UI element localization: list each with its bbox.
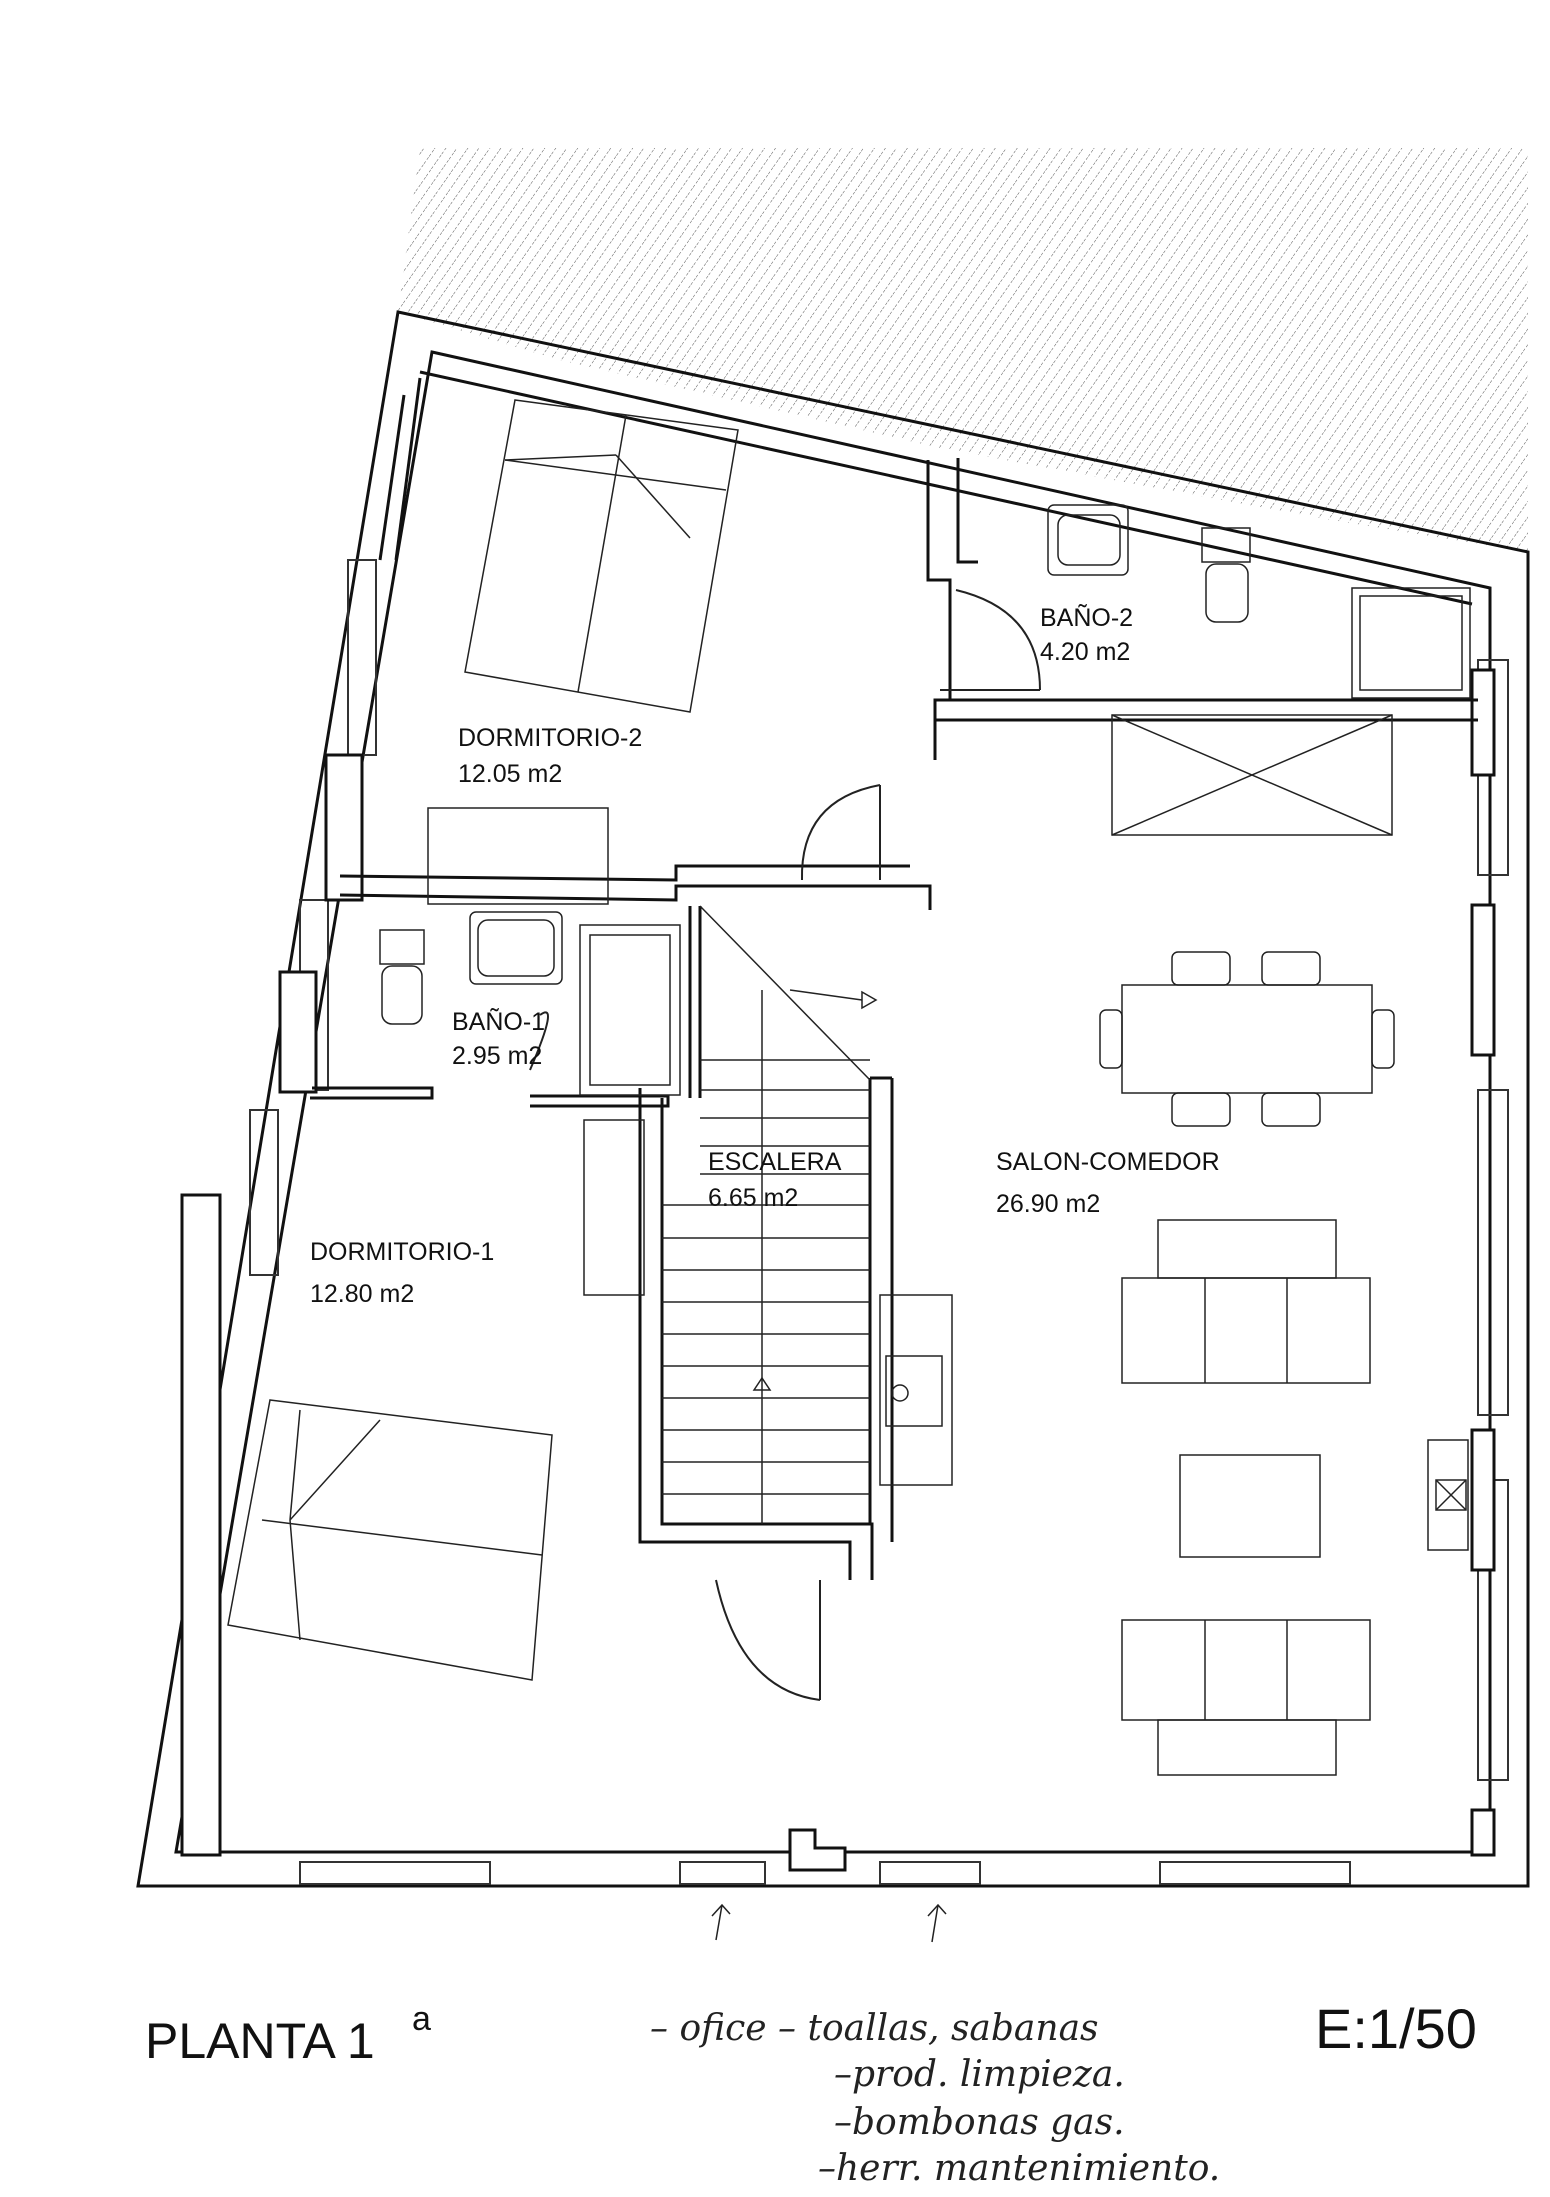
windows	[249, 559, 1509, 1885]
room-area-salon-comedor: 26.90 m2	[996, 1190, 1100, 1218]
pilasters	[180, 668, 1496, 1857]
handwritten-note-4: –herr. mantenimiento.	[818, 2148, 1220, 2189]
bed-dormitorio-1	[227, 1399, 553, 1681]
plan-scale: E:1/50	[1315, 1997, 1477, 2060]
room-name-dormitorio-2: DORMITORIO-2	[458, 724, 642, 752]
room-area-dormitorio-2: 12.05 m2	[458, 760, 562, 788]
room-name-bano-2: BAÑO-2	[1040, 603, 1133, 632]
desk-dormitorio-2	[427, 807, 609, 905]
room-name-escalera: ESCALERA	[708, 1148, 842, 1176]
handwritten-note-2: –prod. limpieza.	[834, 2054, 1125, 2095]
handwritten-note-1: – ofice – toallas, sabanas	[650, 2008, 1099, 2049]
room-labels: DORMITORIO-2 12.05 m2 BAÑO-2 4.20 m2 BAÑ…	[310, 603, 1220, 1308]
room-name-dormitorio-1: DORMITORIO-1	[310, 1238, 494, 1266]
plan-title-superscript: a	[412, 2000, 431, 2038]
exterior-walls	[136, 310, 1530, 1888]
entry-arrows	[711, 1903, 947, 1943]
salon-comedor-furniture	[879, 714, 1469, 1776]
bano-1-fixtures	[379, 911, 681, 1096]
handwritten-note-3: –bombonas gas.	[834, 2102, 1125, 2143]
room-name-salon-comedor: SALON-COMEDOR	[996, 1148, 1220, 1176]
hatched-terrain	[398, 148, 1528, 552]
room-area-dormitorio-1: 12.80 m2	[310, 1280, 414, 1308]
handwritten-notes: – ofice – toallas, sabanas –prod. limpie…	[650, 2008, 1220, 2189]
bed-dormitorio-2	[464, 399, 739, 713]
doors	[529, 589, 1041, 1872]
room-area-bano-2: 4.20 m2	[1040, 638, 1130, 666]
room-area-bano-1: 2.95 m2	[452, 1042, 542, 1070]
room-area-escalera: 6.65 m2	[708, 1184, 798, 1212]
bano-2-fixtures	[1047, 504, 1471, 699]
plan-title: PLANTA 1	[145, 2013, 375, 2069]
desk-dormitorio-1	[583, 1119, 645, 1296]
stair-steps	[662, 905, 878, 1524]
room-name-bano-1: BAÑO-1	[452, 1007, 545, 1036]
interior-walls	[310, 458, 1478, 1580]
